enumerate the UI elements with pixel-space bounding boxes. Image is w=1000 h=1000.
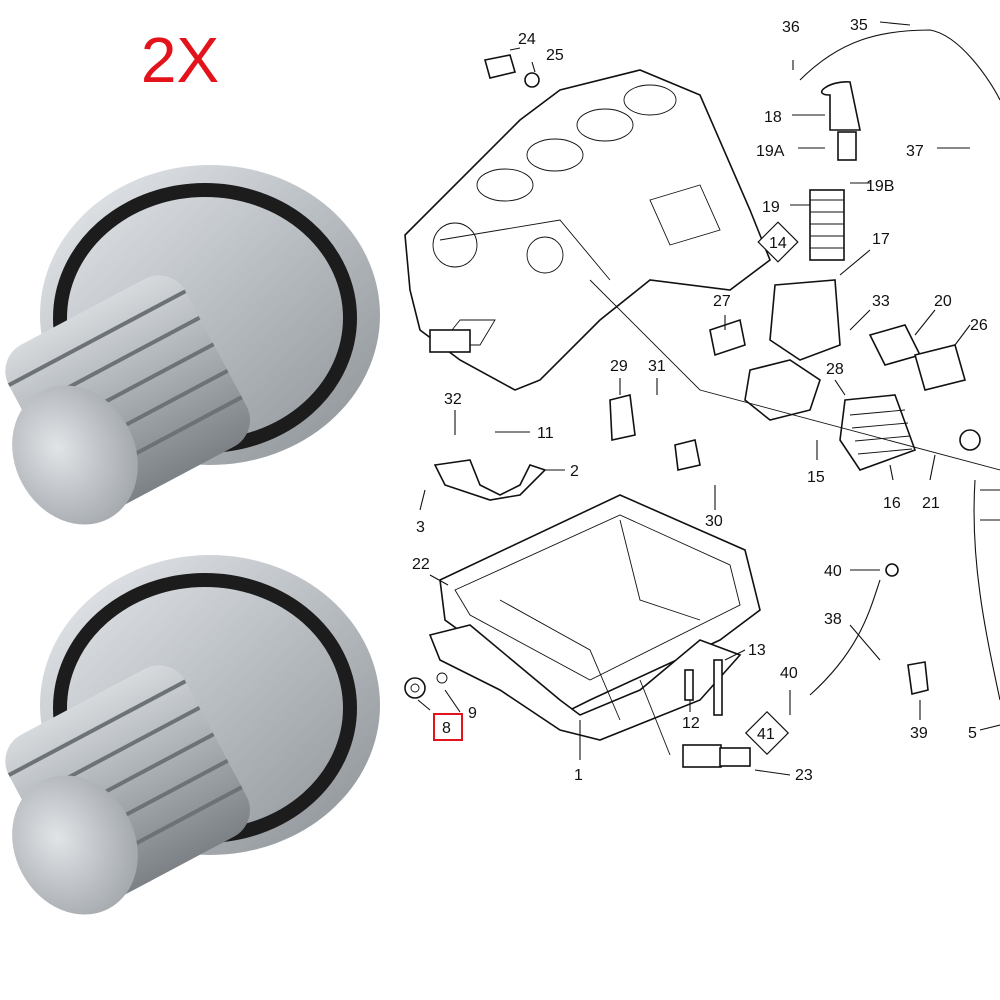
hoses xyxy=(799,29,1000,701)
callout-13: 13 xyxy=(748,642,766,659)
callout-19: 19 xyxy=(762,199,780,216)
callout-11: 11 xyxy=(537,425,554,442)
callout-3: 3 xyxy=(416,519,425,536)
callout-30: 30 xyxy=(705,513,723,530)
callout-24: 24 xyxy=(518,31,536,48)
callout-8: 8 xyxy=(442,720,451,737)
oil-pan xyxy=(428,494,761,741)
callout-14-box: 14 xyxy=(757,221,799,263)
small-parts xyxy=(404,54,929,768)
callout-19a: 19A xyxy=(756,143,785,160)
callout-38: 38 xyxy=(824,611,842,628)
callout-9: 9 xyxy=(468,705,477,722)
callout-labels: 24 25 36 35 18 19A 37 19B 19 14 17 27 33… xyxy=(412,17,988,784)
callout-40-bottom: 40 xyxy=(780,665,798,682)
callout-5: 5 xyxy=(968,725,977,742)
callout-18: 18 xyxy=(764,109,782,126)
callout-32: 32 xyxy=(444,391,462,408)
callout-20: 20 xyxy=(934,293,952,310)
callout-19b: 19B xyxy=(866,178,894,195)
drain-plug-top xyxy=(5,165,380,525)
callout-41-box: 41 xyxy=(744,710,790,756)
callout-39: 39 xyxy=(910,725,928,742)
callout-29: 29 xyxy=(610,358,628,375)
leader-lines xyxy=(417,21,1000,776)
callout-35: 35 xyxy=(850,17,868,34)
engine-block xyxy=(404,69,771,391)
callout-12: 12 xyxy=(682,715,700,732)
callout-25: 25 xyxy=(546,47,564,64)
callout-40-top: 40 xyxy=(824,563,842,580)
quantity-label: 2X xyxy=(140,24,220,96)
callout-22: 22 xyxy=(412,556,430,573)
callout-21: 21 xyxy=(922,495,940,512)
callout-17: 17 xyxy=(872,231,890,248)
callout-8-highlight: 8 xyxy=(433,713,463,741)
callout-37: 37 xyxy=(906,143,924,160)
callout-16: 16 xyxy=(883,495,901,512)
callout-31: 31 xyxy=(648,358,666,375)
callout-27: 27 xyxy=(713,293,731,310)
oil-filter-housing xyxy=(709,81,966,471)
callout-23: 23 xyxy=(795,767,813,784)
callout-33: 33 xyxy=(872,293,890,310)
callout-1: 1 xyxy=(574,767,583,784)
callout-14: 14 xyxy=(769,235,787,252)
callout-2: 2 xyxy=(570,463,579,480)
callout-41: 41 xyxy=(757,726,775,743)
callout-15: 15 xyxy=(807,469,825,486)
drain-plug-bottom xyxy=(5,555,380,915)
callout-36: 36 xyxy=(782,19,800,36)
callout-26: 26 xyxy=(970,317,988,334)
callout-28: 28 xyxy=(826,361,844,378)
